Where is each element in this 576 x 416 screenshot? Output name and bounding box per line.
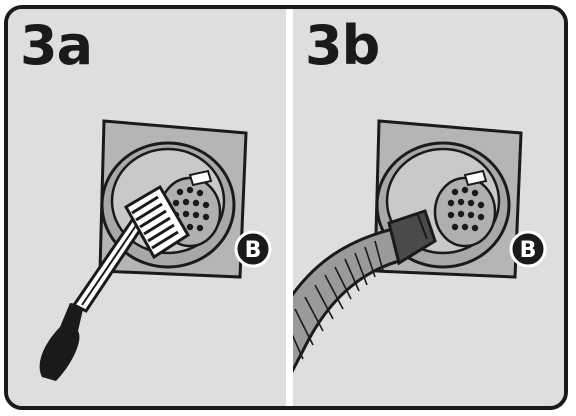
badge-b-3a-label: B (245, 238, 262, 263)
panel-3a: 3a (8, 9, 286, 406)
brush-cleaning-illustration: B (8, 9, 286, 406)
badge-b-3b-label: B (520, 238, 537, 263)
panel-3b: 3b (293, 9, 564, 406)
panel-divider (286, 9, 293, 406)
brush-handle (40, 303, 84, 381)
vacuum-cleaning-illustration: B (293, 9, 568, 406)
instruction-frame: 3a (4, 5, 568, 410)
vacuum-hose (293, 211, 435, 389)
